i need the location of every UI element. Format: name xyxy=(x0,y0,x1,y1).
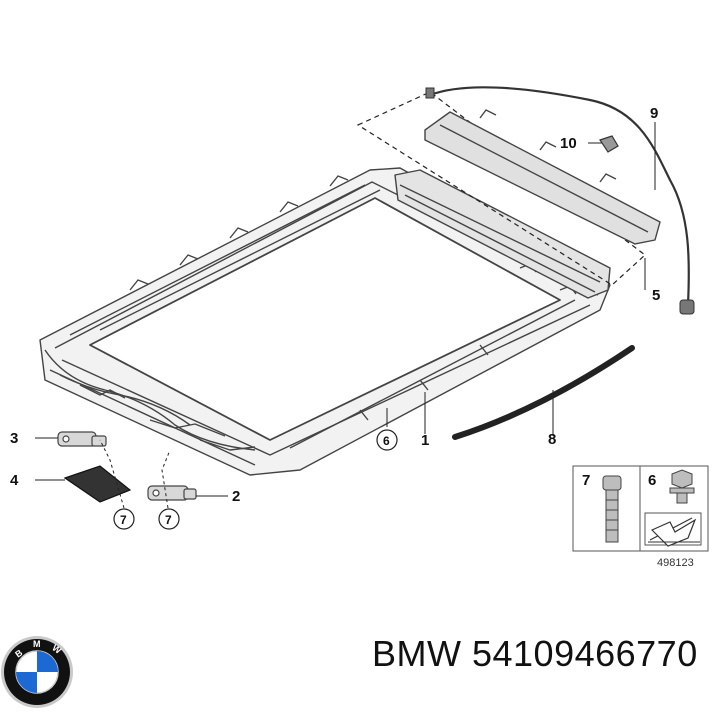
callout-4: 4 xyxy=(10,472,19,489)
callout-9: 9 xyxy=(650,105,658,122)
fastener-legend: 7 6 xyxy=(572,465,709,552)
sunroof-frame xyxy=(39,167,611,476)
callout-6: 6 xyxy=(383,434,390,448)
hex-screw-icon xyxy=(669,469,695,504)
callout-1: 1 xyxy=(421,432,429,449)
svg-text:M: M xyxy=(33,639,41,649)
clip-part xyxy=(599,135,619,153)
hose-end xyxy=(425,87,435,99)
callout-8: 8 xyxy=(548,431,556,448)
callout-2: 2 xyxy=(232,488,240,505)
hose-connector xyxy=(679,299,695,315)
callout-3: 3 xyxy=(10,430,18,447)
callout-10: 10 xyxy=(560,135,577,152)
leader-lines xyxy=(35,122,656,509)
callout-7b: 7 xyxy=(165,513,172,527)
direction-arrow-icon xyxy=(644,512,702,547)
callout-5: 5 xyxy=(652,287,660,304)
diagram-reference: 498123 xyxy=(657,557,694,569)
legend-bolt-number: 7 xyxy=(582,472,590,489)
svg-text:B: B xyxy=(13,647,24,659)
guide-bracket xyxy=(147,485,197,501)
motor-cover xyxy=(63,465,132,503)
callout-7a: 7 xyxy=(120,513,127,527)
bolt-icon xyxy=(602,475,622,543)
part-number-label: BMW 54109466770 xyxy=(372,633,698,674)
drain-hose xyxy=(429,86,690,306)
bmw-logo-icon: B M W xyxy=(1,636,73,708)
wind-deflector xyxy=(424,109,661,245)
legend-screw-number: 6 xyxy=(648,472,656,489)
seal-strip xyxy=(452,345,635,440)
motor-bracket xyxy=(57,431,107,447)
front-rail-assembly xyxy=(394,169,611,299)
